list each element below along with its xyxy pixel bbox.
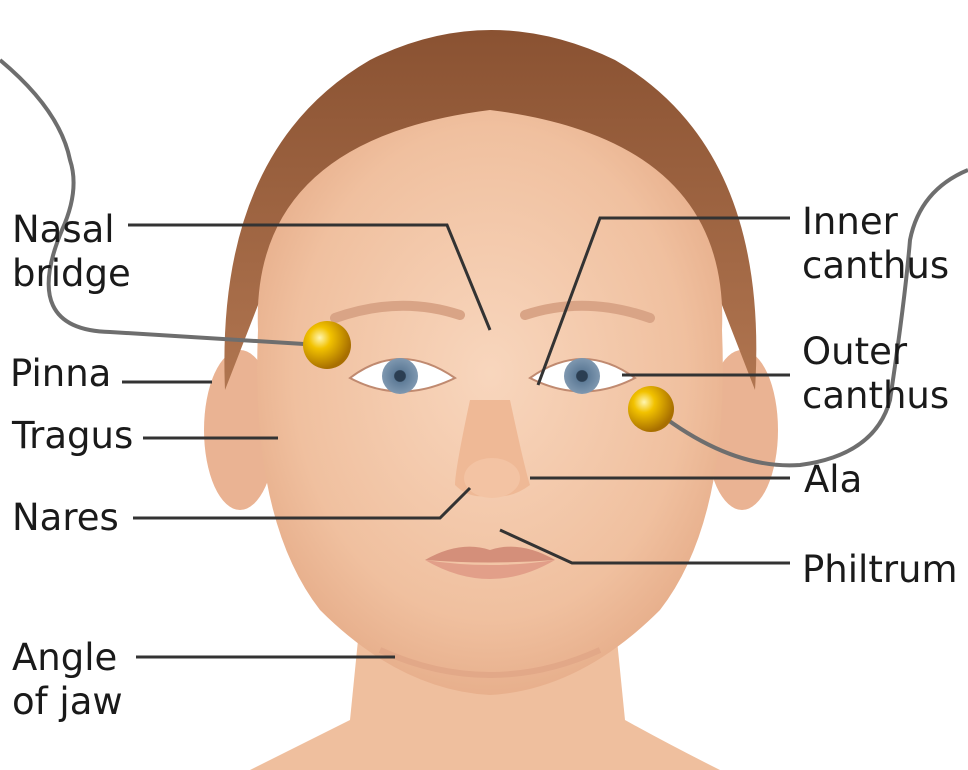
left-iris [382,358,418,394]
label-nasal-bridge-line1: Nasal [12,208,131,252]
label-ala: Ala [804,458,862,502]
label-nasal-bridge: Nasal bridge [12,208,131,296]
label-tragus: Tragus [12,414,133,458]
label-inner-canthus-line1: Inner [802,200,949,244]
label-angle-of-jaw: Angle of jaw [12,636,123,724]
label-inner-canthus: Inner canthus [802,200,949,288]
right-eye-marker[interactable] [628,386,674,432]
label-angle-of-jaw-line1: Angle [12,636,123,680]
label-outer-canthus-line1: Outer [802,330,949,374]
label-philtrum: Philtrum [802,548,958,592]
label-pinna: Pinna [10,352,111,396]
label-angle-of-jaw-line2: of jaw [12,680,123,724]
left-eye-marker[interactable] [303,321,351,369]
right-iris [564,358,600,394]
label-outer-canthus-line2: canthus [802,374,949,418]
label-outer-canthus: Outer canthus [802,330,949,418]
label-nasal-bridge-line2: bridge [12,252,131,296]
nose-tip [464,458,520,498]
label-nares: Nares [12,496,119,540]
label-inner-canthus-line2: canthus [802,244,949,288]
